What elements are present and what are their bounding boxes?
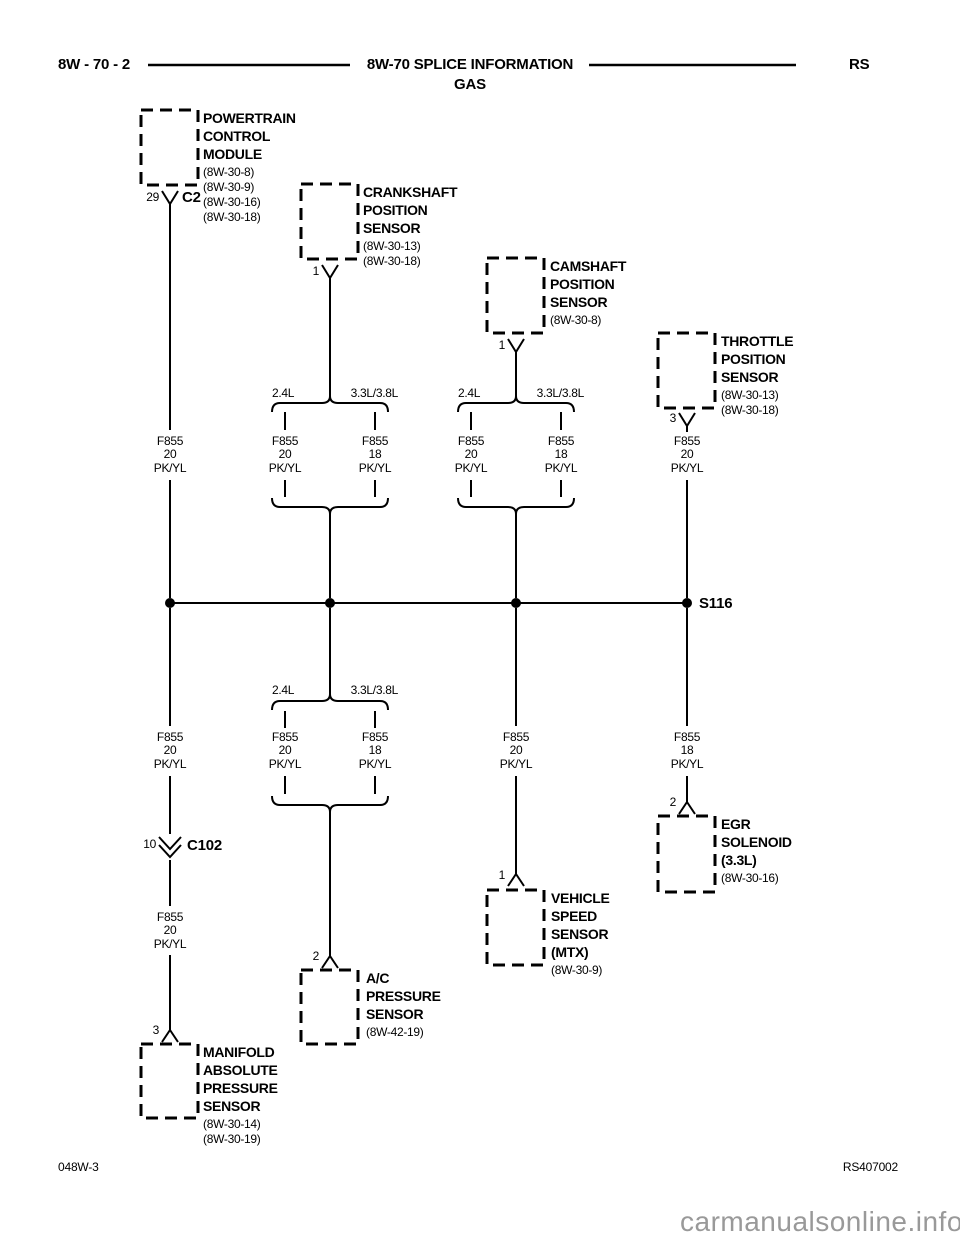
- ac-pressure-fork: [321, 954, 339, 969]
- pin-number: 2: [312, 949, 320, 963]
- component-refs: (8W-30-8)(8W-30-9)(8W-30-16)(8W-30-18): [203, 165, 261, 224]
- camshaft-sensor-box: [485, 256, 546, 335]
- throttle-fork: [678, 412, 696, 428]
- engine-variant-label: 3.3L/3.8L: [350, 386, 399, 400]
- engine-variant-label: 3.3L/3.8L: [536, 386, 585, 400]
- component-refs: (8W-30-13)(8W-30-18): [363, 239, 421, 268]
- pin-number: 3: [669, 411, 677, 425]
- split-brace: [457, 395, 575, 413]
- component-refs: (8W-30-16): [721, 871, 779, 885]
- component-refs: (8W-30-14)(8W-30-19): [203, 1117, 261, 1146]
- pin-number: 3: [152, 1023, 160, 1037]
- connector-c2-label: C2: [182, 189, 201, 206]
- crankshaft-sensor-box: [299, 182, 360, 261]
- throttle-sensor-box: [656, 331, 717, 410]
- pin-number: 10: [143, 837, 156, 851]
- pin-number: 29: [146, 190, 159, 204]
- pin-number: 1: [498, 338, 506, 352]
- crankshaft-fork: [321, 264, 339, 280]
- component-refs: (8W-30-13)(8W-30-18): [721, 388, 779, 417]
- engine-variant-label: 2.4L: [272, 683, 295, 697]
- model-code: RS: [849, 56, 870, 73]
- vehicle-speed-fork: [507, 872, 525, 887]
- wires: [158, 190, 696, 1043]
- egr-fork: [678, 800, 696, 815]
- pcm-box: [139, 108, 200, 187]
- vehicle-speed-sensor-box: [485, 888, 546, 967]
- camshaft-fork: [507, 338, 525, 354]
- connector-c102-label: C102: [187, 837, 223, 854]
- pin-number: 2: [669, 795, 677, 809]
- engine-variant-label: 3.3L/3.8L: [350, 683, 399, 697]
- component-refs: (8W-42-19): [366, 1025, 424, 1039]
- engine-variant-label: 2.4L: [458, 386, 481, 400]
- page-reference: 8W - 70 - 2: [58, 56, 130, 73]
- watermark: carmanualsonline.info: [680, 1206, 960, 1237]
- map-fork: [161, 1028, 179, 1043]
- component-refs: (8W-30-8): [550, 313, 602, 327]
- c2-connector-fork: [161, 190, 179, 206]
- egr-solenoid-box: [656, 814, 717, 894]
- merge-brace: [271, 795, 389, 813]
- split-brace: [271, 693, 389, 711]
- component-refs: (8W-30-9): [551, 963, 603, 977]
- footer-document-code: RS407002: [842, 1160, 898, 1174]
- map-sensor-box: [139, 1042, 200, 1120]
- engine-variant-label: 2.4L: [272, 386, 295, 400]
- ac-pressure-sensor-box: [299, 968, 360, 1046]
- component-boxes: [139, 108, 717, 1120]
- pin-number: 1: [498, 868, 506, 882]
- merge-brace: [457, 497, 575, 515]
- page-subtitle: GAS: [454, 76, 486, 93]
- page-title: 8W-70 SPLICE INFORMATION: [366, 56, 574, 73]
- splice-dots: [165, 598, 692, 608]
- pin-number: 1: [312, 264, 320, 278]
- split-brace: [271, 395, 389, 413]
- splice-s116-label: S116: [699, 595, 733, 612]
- merge-brace: [271, 497, 389, 515]
- c102-connector-symbol: [158, 836, 182, 859]
- footer-diagram-code: 048W-3: [58, 1160, 99, 1174]
